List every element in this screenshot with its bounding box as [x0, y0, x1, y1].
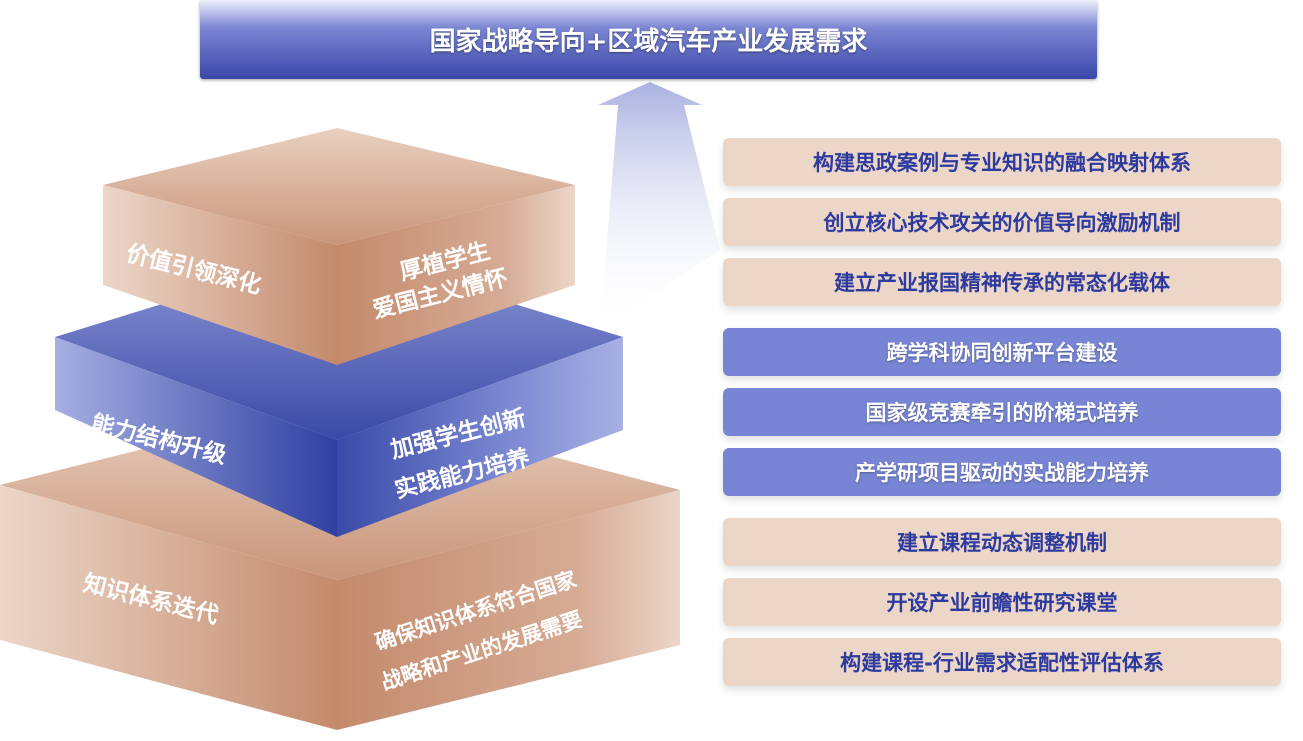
measure-box: 创立核心技术攻关的价值导向激励机制 [723, 198, 1281, 246]
measure-text: 跨学科协同创新平台建设 [886, 341, 1118, 365]
measure-text: 开设产业前瞻性研究课堂 [886, 591, 1118, 615]
measure-text: 构建思政案例与专业知识的融合映射体系 [813, 151, 1191, 175]
measure-box: 建立产业报国精神传承的常态化载体 [723, 258, 1281, 306]
upward-arrow [598, 82, 720, 330]
measure-text: 创立核心技术攻关的价值导向激励机制 [823, 211, 1181, 235]
measure-box: 构建课程-行业需求适配性评估体系 [723, 638, 1281, 686]
header-banner: 国家战略导向+区域汽车产业发展需求 [200, 0, 1097, 79]
measure-box: 国家级竞赛牵引的阶梯式培养 [723, 388, 1281, 436]
measure-box: 跨学科协同创新平台建设 [723, 328, 1281, 376]
measure-text: 构建课程-行业需求适配性评估体系 [840, 651, 1164, 675]
measure-box: 产学研项目驱动的实战能力培养 [723, 448, 1281, 496]
measure-box: 开设产业前瞻性研究课堂 [723, 578, 1281, 626]
header-title: 国家战略导向+区域汽车产业发展需求 [429, 27, 868, 57]
measure-box: 构建思政案例与专业知识的融合映射体系 [723, 138, 1281, 186]
measure-text: 建立课程动态调整机制 [897, 531, 1107, 555]
measure-text: 国家级竞赛牵引的阶梯式培养 [865, 401, 1139, 425]
measure-box: 建立课程动态调整机制 [723, 518, 1281, 566]
measure-text: 建立产业报国精神传承的常态化载体 [834, 271, 1170, 295]
pyramid-top-block [103, 128, 575, 365]
measure-text: 产学研项目驱动的实战能力培养 [855, 461, 1149, 485]
